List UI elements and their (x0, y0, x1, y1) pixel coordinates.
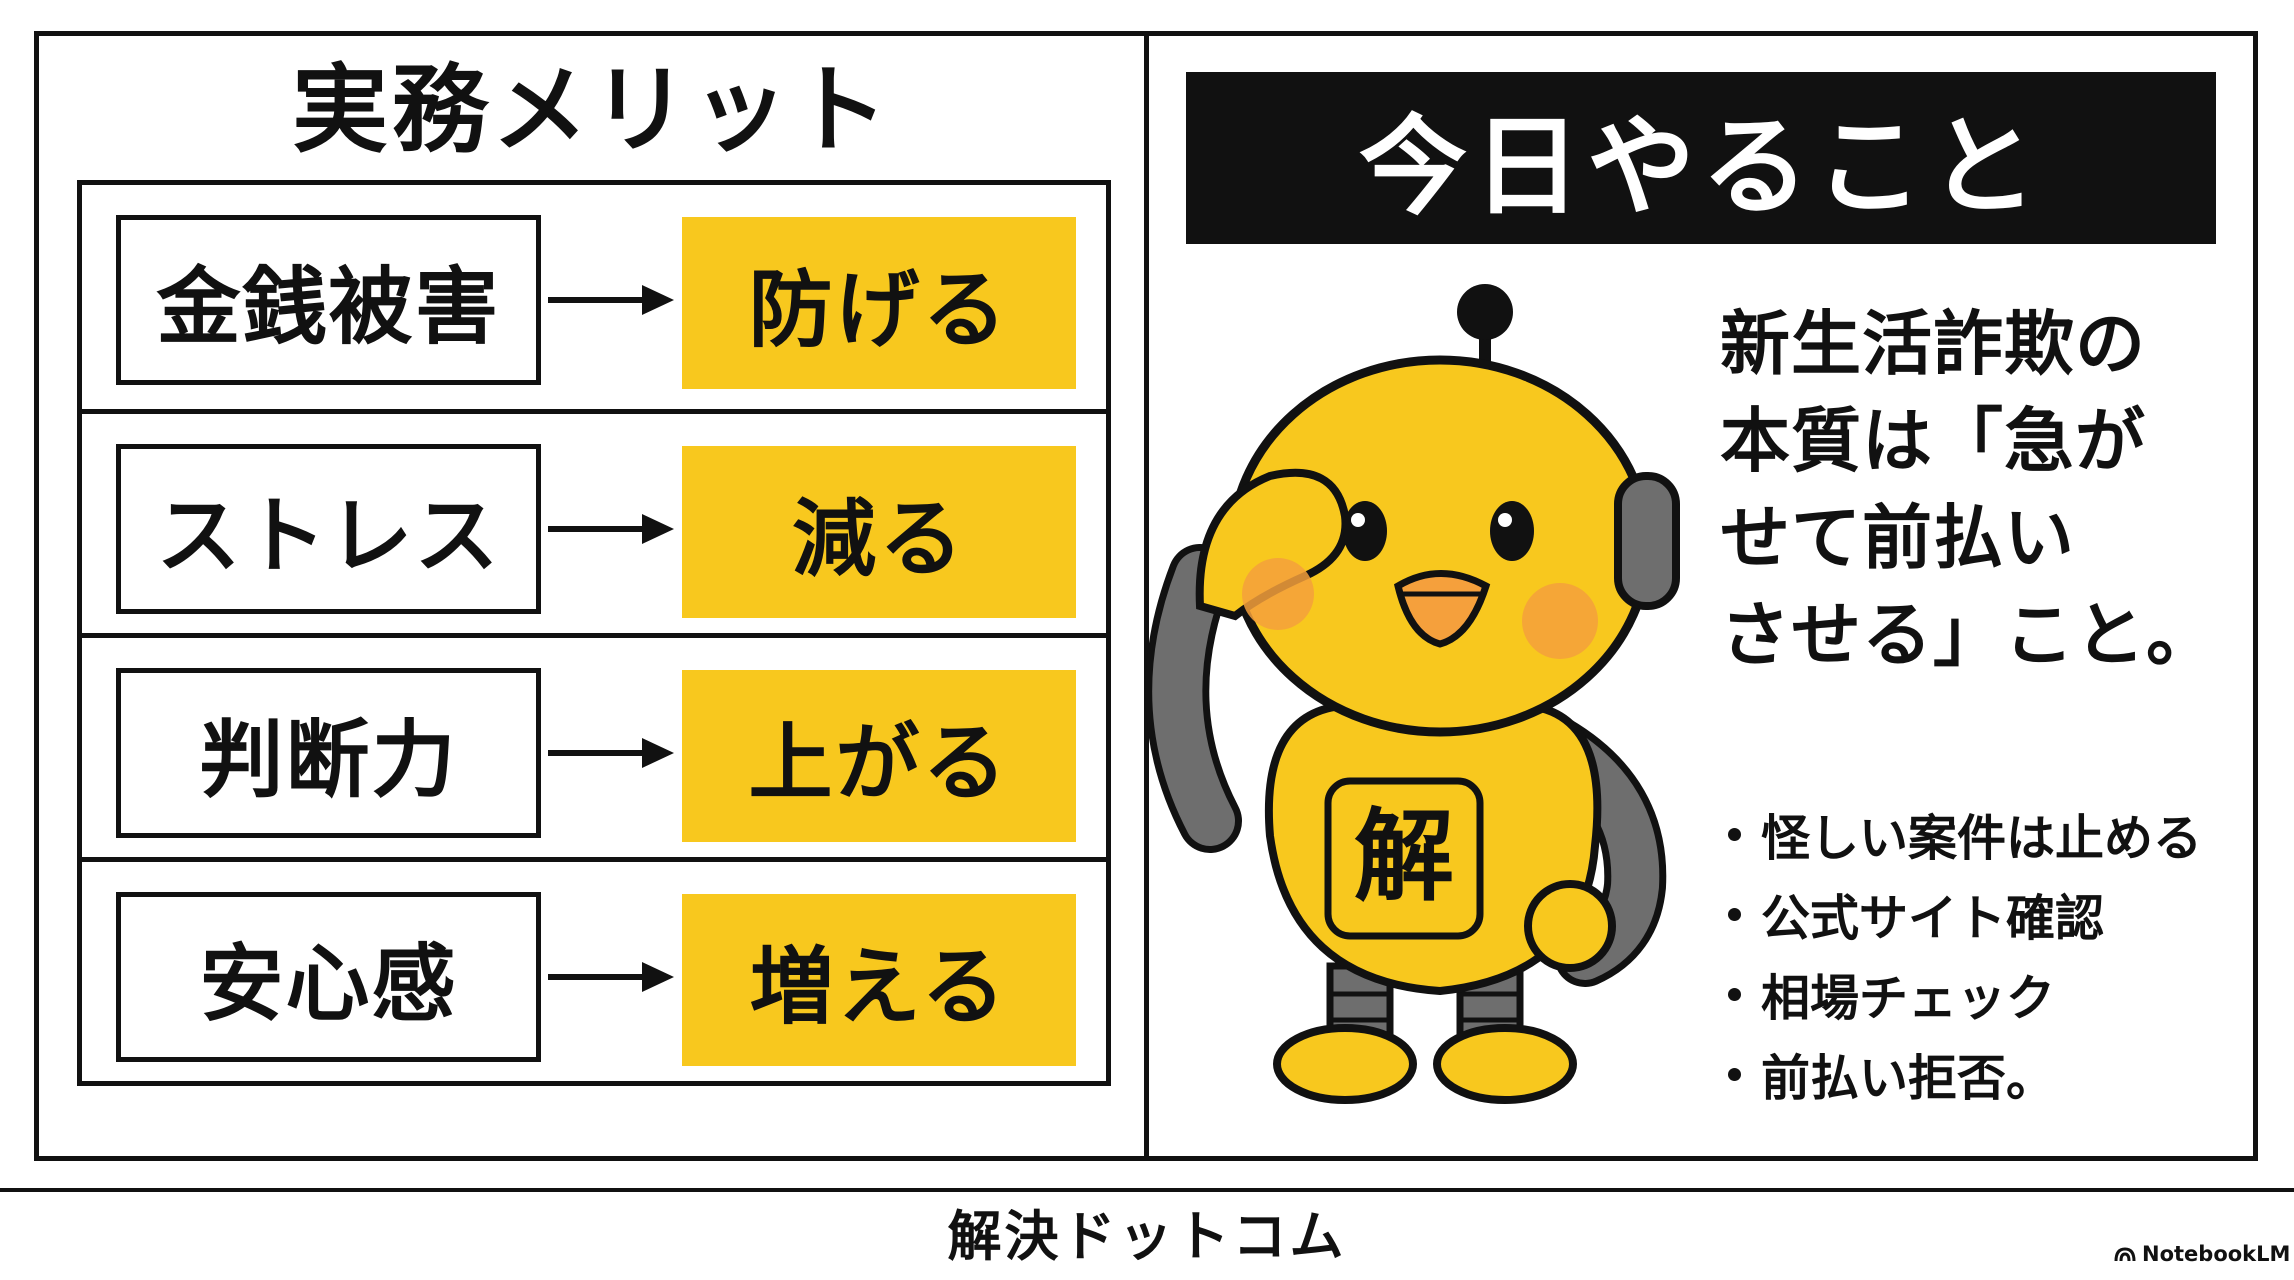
bullet-icon (1728, 1067, 1741, 1081)
benefit-result: 増える (682, 894, 1076, 1066)
essence-line: 新生活詐欺の (1720, 303, 2146, 385)
panel-divider (1144, 31, 1149, 1161)
essence-line: せて前払い (1720, 497, 2075, 579)
arrow-right-icon (548, 962, 674, 992)
todo-text: 相場チェック (1761, 969, 2056, 1027)
todo-list: 怪しい案件は止める 公式サイト確認 相場チェック 前払い拒否。 (1722, 794, 2262, 1114)
robot-chick-mascot: 解 (1145, 284, 1680, 1104)
benefit-label: 金銭被害 (116, 215, 541, 385)
essence-line: させる」こと。 (1720, 594, 2217, 676)
essence-line: 本質は「急が (1720, 400, 2146, 482)
notebooklm-logo-icon (2114, 1247, 2136, 1262)
watermark-text: NotebookLM (2142, 1242, 2291, 1266)
todo-text: 怪しい案件は止める (1761, 809, 2203, 867)
benefit-result: 防げる (682, 217, 1076, 389)
list-item: 前払い拒否。 (1722, 1034, 2262, 1114)
footer-rule (0, 1188, 2294, 1192)
benefit-label: ストレス (116, 444, 541, 614)
bullet-icon (1728, 827, 1741, 841)
today-header: 今日やること (1186, 72, 2216, 244)
list-item: 怪しい案件は止める (1722, 794, 2262, 874)
notebooklm-watermark: NotebookLM (2114, 1240, 2290, 1268)
list-item: 公式サイト確認 (1722, 874, 2262, 954)
bullet-icon (1728, 907, 1741, 921)
footer-brand: 解決ドットコム (947, 1205, 1347, 1268)
benefit-row: 安心感 増える (82, 857, 1106, 1086)
arrow-right-icon (548, 514, 674, 544)
bullet-icon (1728, 987, 1741, 1001)
mascot-badge: 解 (1354, 798, 1454, 915)
todo-text: 前払い拒否。 (1761, 1049, 2056, 1107)
essence-text: 新生活詐欺の 本質は「急が せて前払い させる」こと。 (1720, 296, 2260, 684)
benefit-result: 減る (682, 446, 1076, 618)
benefit-result: 上がる (682, 670, 1076, 842)
benefits-title: 実務メリット (292, 54, 892, 166)
arrow-right-icon (548, 285, 674, 315)
list-item: 相場チェック (1722, 954, 2262, 1034)
todo-text: 公式サイト確認 (1761, 889, 2105, 947)
benefit-label: 安心感 (116, 892, 541, 1062)
benefits-table: 金銭被害 防げる ストレス 減る 判断力 上がる 安心感 増える (77, 180, 1111, 1086)
benefit-label: 判断力 (116, 668, 541, 838)
benefit-row: 金銭被害 防げる (82, 185, 1106, 409)
benefit-row: ストレス 減る (82, 409, 1106, 638)
arrow-right-icon (548, 738, 674, 768)
benefit-row: 判断力 上がる (82, 633, 1106, 862)
